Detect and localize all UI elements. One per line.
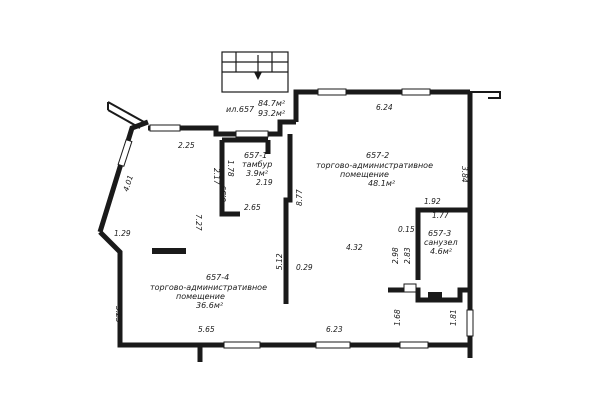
dim-3-23: 3.23 <box>114 306 123 323</box>
dim-4-32: 4.32 <box>346 243 363 252</box>
building-label: ил.657 <box>226 105 255 114</box>
dim-1-92: 1.92 <box>424 197 441 206</box>
dim-8-77: 8.77 <box>295 189 304 206</box>
area-total: 84.7м² <box>258 99 286 108</box>
room-657-3-id: 657-3 <box>428 229 451 238</box>
dim-5-12: 5.12 <box>275 253 284 270</box>
dim-6-23: 6.23 <box>326 325 343 334</box>
area-total-2: 93.2м² <box>258 109 286 118</box>
dim-4-01: 4.01 <box>121 174 135 193</box>
dim-2-83: 2.83 <box>403 247 412 264</box>
room-657-2-name-1: торгово-административное <box>316 161 433 170</box>
dim-1-78: 1.78 <box>226 160 235 177</box>
dim-0-15: 0.15 <box>398 225 415 234</box>
room-657-4-id: 657-4 <box>206 273 229 282</box>
dim-2-19: 2.19 <box>256 178 273 187</box>
dim-5-65: 5.65 <box>198 325 215 334</box>
room-657-4-area: 36.6м² <box>196 301 224 310</box>
room-657-2-area: 48.1м² <box>368 179 396 188</box>
room-657-4-name-1: торгово-административное <box>150 283 267 292</box>
room-657-2-name-2: помещение <box>340 170 389 179</box>
entrance-stair <box>221 51 289 93</box>
room-657-3-area: 4.6м² <box>430 247 453 256</box>
dim-2-65: 2.65 <box>244 203 261 212</box>
room-657-3-name: санузел <box>424 238 458 247</box>
bar-element <box>152 248 186 254</box>
dim-7-27: 7.27 <box>194 214 203 231</box>
dim-6-24-top: 6.24 <box>376 103 393 112</box>
dim-2-25: 2.25 <box>178 141 195 150</box>
dim-3-84: 3.84 <box>460 166 469 183</box>
interior-walls <box>219 134 470 304</box>
dim-1-68: 1.68 <box>393 309 402 326</box>
dimensions: 6.24 2.25 3.84 4.01 2.17 1.78 2.19 0.39 … <box>114 103 469 334</box>
dim-2-98: 2.98 <box>391 247 400 264</box>
room-657-4-name-2: помещение <box>176 292 225 301</box>
dim-1-81: 1.81 <box>449 309 458 326</box>
windows <box>117 88 474 349</box>
dim-1-29: 1.29 <box>114 229 131 238</box>
room-657-2-id: 657-2 <box>366 151 389 160</box>
room-657-1-id: 657-1 <box>244 151 267 160</box>
dim-1-77: 1.77 <box>432 211 449 220</box>
labels: ил.657 84.7м² 93.2м² 657-1 тамбур 3.9м² … <box>150 99 458 310</box>
room-657-1-area: 3.9м² <box>246 169 269 178</box>
outer-walls <box>97 89 501 362</box>
dim-0-39: 0.39 <box>219 185 228 202</box>
dim-2-17: 2.17 <box>212 168 221 185</box>
room-657-1-name: тамбур <box>242 160 272 169</box>
dim-0-29: 0.29 <box>296 263 313 272</box>
